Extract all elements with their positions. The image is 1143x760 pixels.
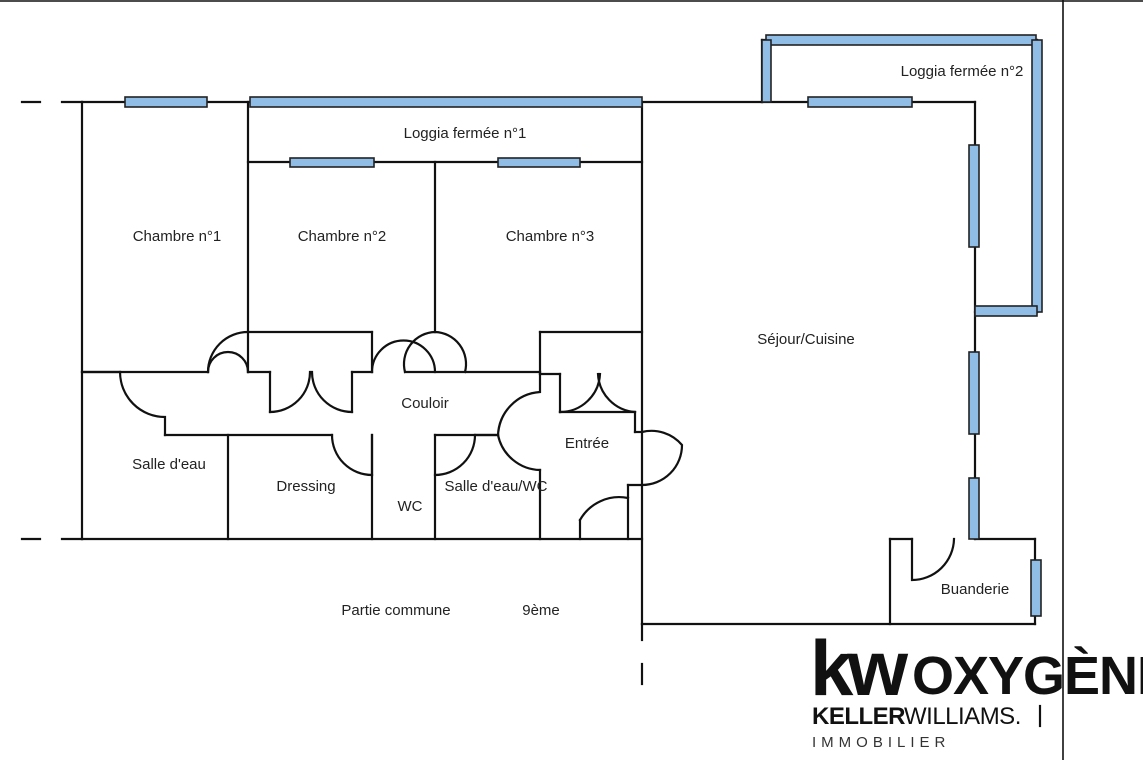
logo-kw: kw bbox=[810, 624, 908, 712]
label-etage: 9ème bbox=[522, 602, 560, 619]
window-loggia-2-left bbox=[761, 39, 772, 103]
label-loggia-1: Loggia fermée n°1 bbox=[404, 125, 527, 142]
windows bbox=[124, 34, 1043, 617]
window-chambre-2 bbox=[289, 157, 375, 168]
label-salle-eau-wc: Salle d'eau/WC bbox=[445, 478, 548, 495]
label-chambre-2: Chambre n°2 bbox=[298, 228, 387, 245]
door-swings bbox=[118, 330, 956, 582]
logo-immobilier: IMMOBILIER bbox=[812, 734, 950, 751]
window-loggia-2-top bbox=[765, 34, 1037, 46]
window-loggia-2-bottom bbox=[974, 305, 1038, 317]
label-partie-commune: Partie commune bbox=[341, 602, 450, 619]
label-dressing: Dressing bbox=[276, 478, 335, 495]
window-loggia-1 bbox=[249, 96, 643, 108]
dashed-continuations bbox=[20, 100, 644, 686]
label-entree: Entrée bbox=[565, 435, 609, 452]
interior-walls bbox=[80, 100, 914, 626]
label-salle-eau: Salle d'eau bbox=[132, 456, 206, 473]
window-sejour-side-1 bbox=[968, 144, 980, 248]
window-chambre-1 bbox=[124, 96, 208, 108]
label-sejour-cuisine: Séjour/Cuisine bbox=[757, 331, 855, 348]
window-buanderie bbox=[1030, 559, 1042, 617]
label-chambre-3: Chambre n°3 bbox=[506, 228, 595, 245]
logo-keller: KELLER bbox=[812, 703, 905, 730]
window-sejour-side-2 bbox=[968, 351, 980, 435]
window-chambre-3 bbox=[497, 157, 581, 168]
logo-brand: OXYGÈNE bbox=[912, 646, 1143, 706]
room-labels: Loggia fermée n°1 Loggia fermée n°2 Cham… bbox=[132, 63, 1023, 619]
label-couloir: Couloir bbox=[401, 395, 449, 412]
label-loggia-2: Loggia fermée n°2 bbox=[901, 63, 1024, 80]
label-buanderie: Buanderie bbox=[941, 581, 1009, 598]
window-loggia-2-right bbox=[1031, 39, 1043, 313]
window-sejour-top bbox=[807, 96, 913, 108]
label-chambre-1: Chambre n°1 bbox=[133, 228, 222, 245]
label-wc: WC bbox=[398, 498, 423, 515]
window-sejour-side-3 bbox=[968, 477, 980, 540]
logo-williams: WILLIAMS. bbox=[904, 703, 1021, 730]
kw-oxygene-logo: kw OXYGÈNE KELLER WILLIAMS. IMMOBILIER bbox=[810, 624, 1143, 751]
